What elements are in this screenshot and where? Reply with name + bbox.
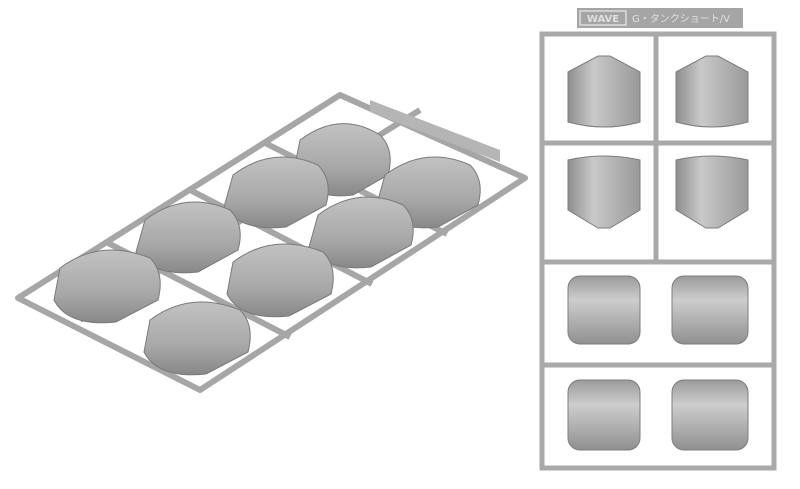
tank-part	[671, 275, 749, 345]
tank-part	[226, 243, 334, 318]
sprue-tag-logo: WAVE	[587, 14, 619, 25]
tank-part	[223, 156, 329, 229]
tank-part	[53, 249, 161, 324]
right-sprue: WAVE G・タンクショート/V	[539, 8, 777, 471]
tank-part	[567, 379, 641, 451]
left-sprue	[15, 92, 528, 393]
sprue-tag: WAVE G・タンクショート/V	[577, 8, 743, 28]
tank-part	[567, 55, 641, 128]
sprue-tag-text: G・タンクショート/V	[632, 13, 730, 25]
tank-part	[671, 379, 749, 451]
tank-part	[567, 275, 641, 345]
tank-part	[567, 155, 641, 229]
sprue-frame	[15, 92, 528, 393]
sprue-tag	[370, 100, 500, 162]
sprue-bar	[188, 187, 374, 287]
tank-part	[675, 155, 749, 229]
tank-part	[143, 301, 251, 376]
tank-part	[675, 55, 749, 128]
